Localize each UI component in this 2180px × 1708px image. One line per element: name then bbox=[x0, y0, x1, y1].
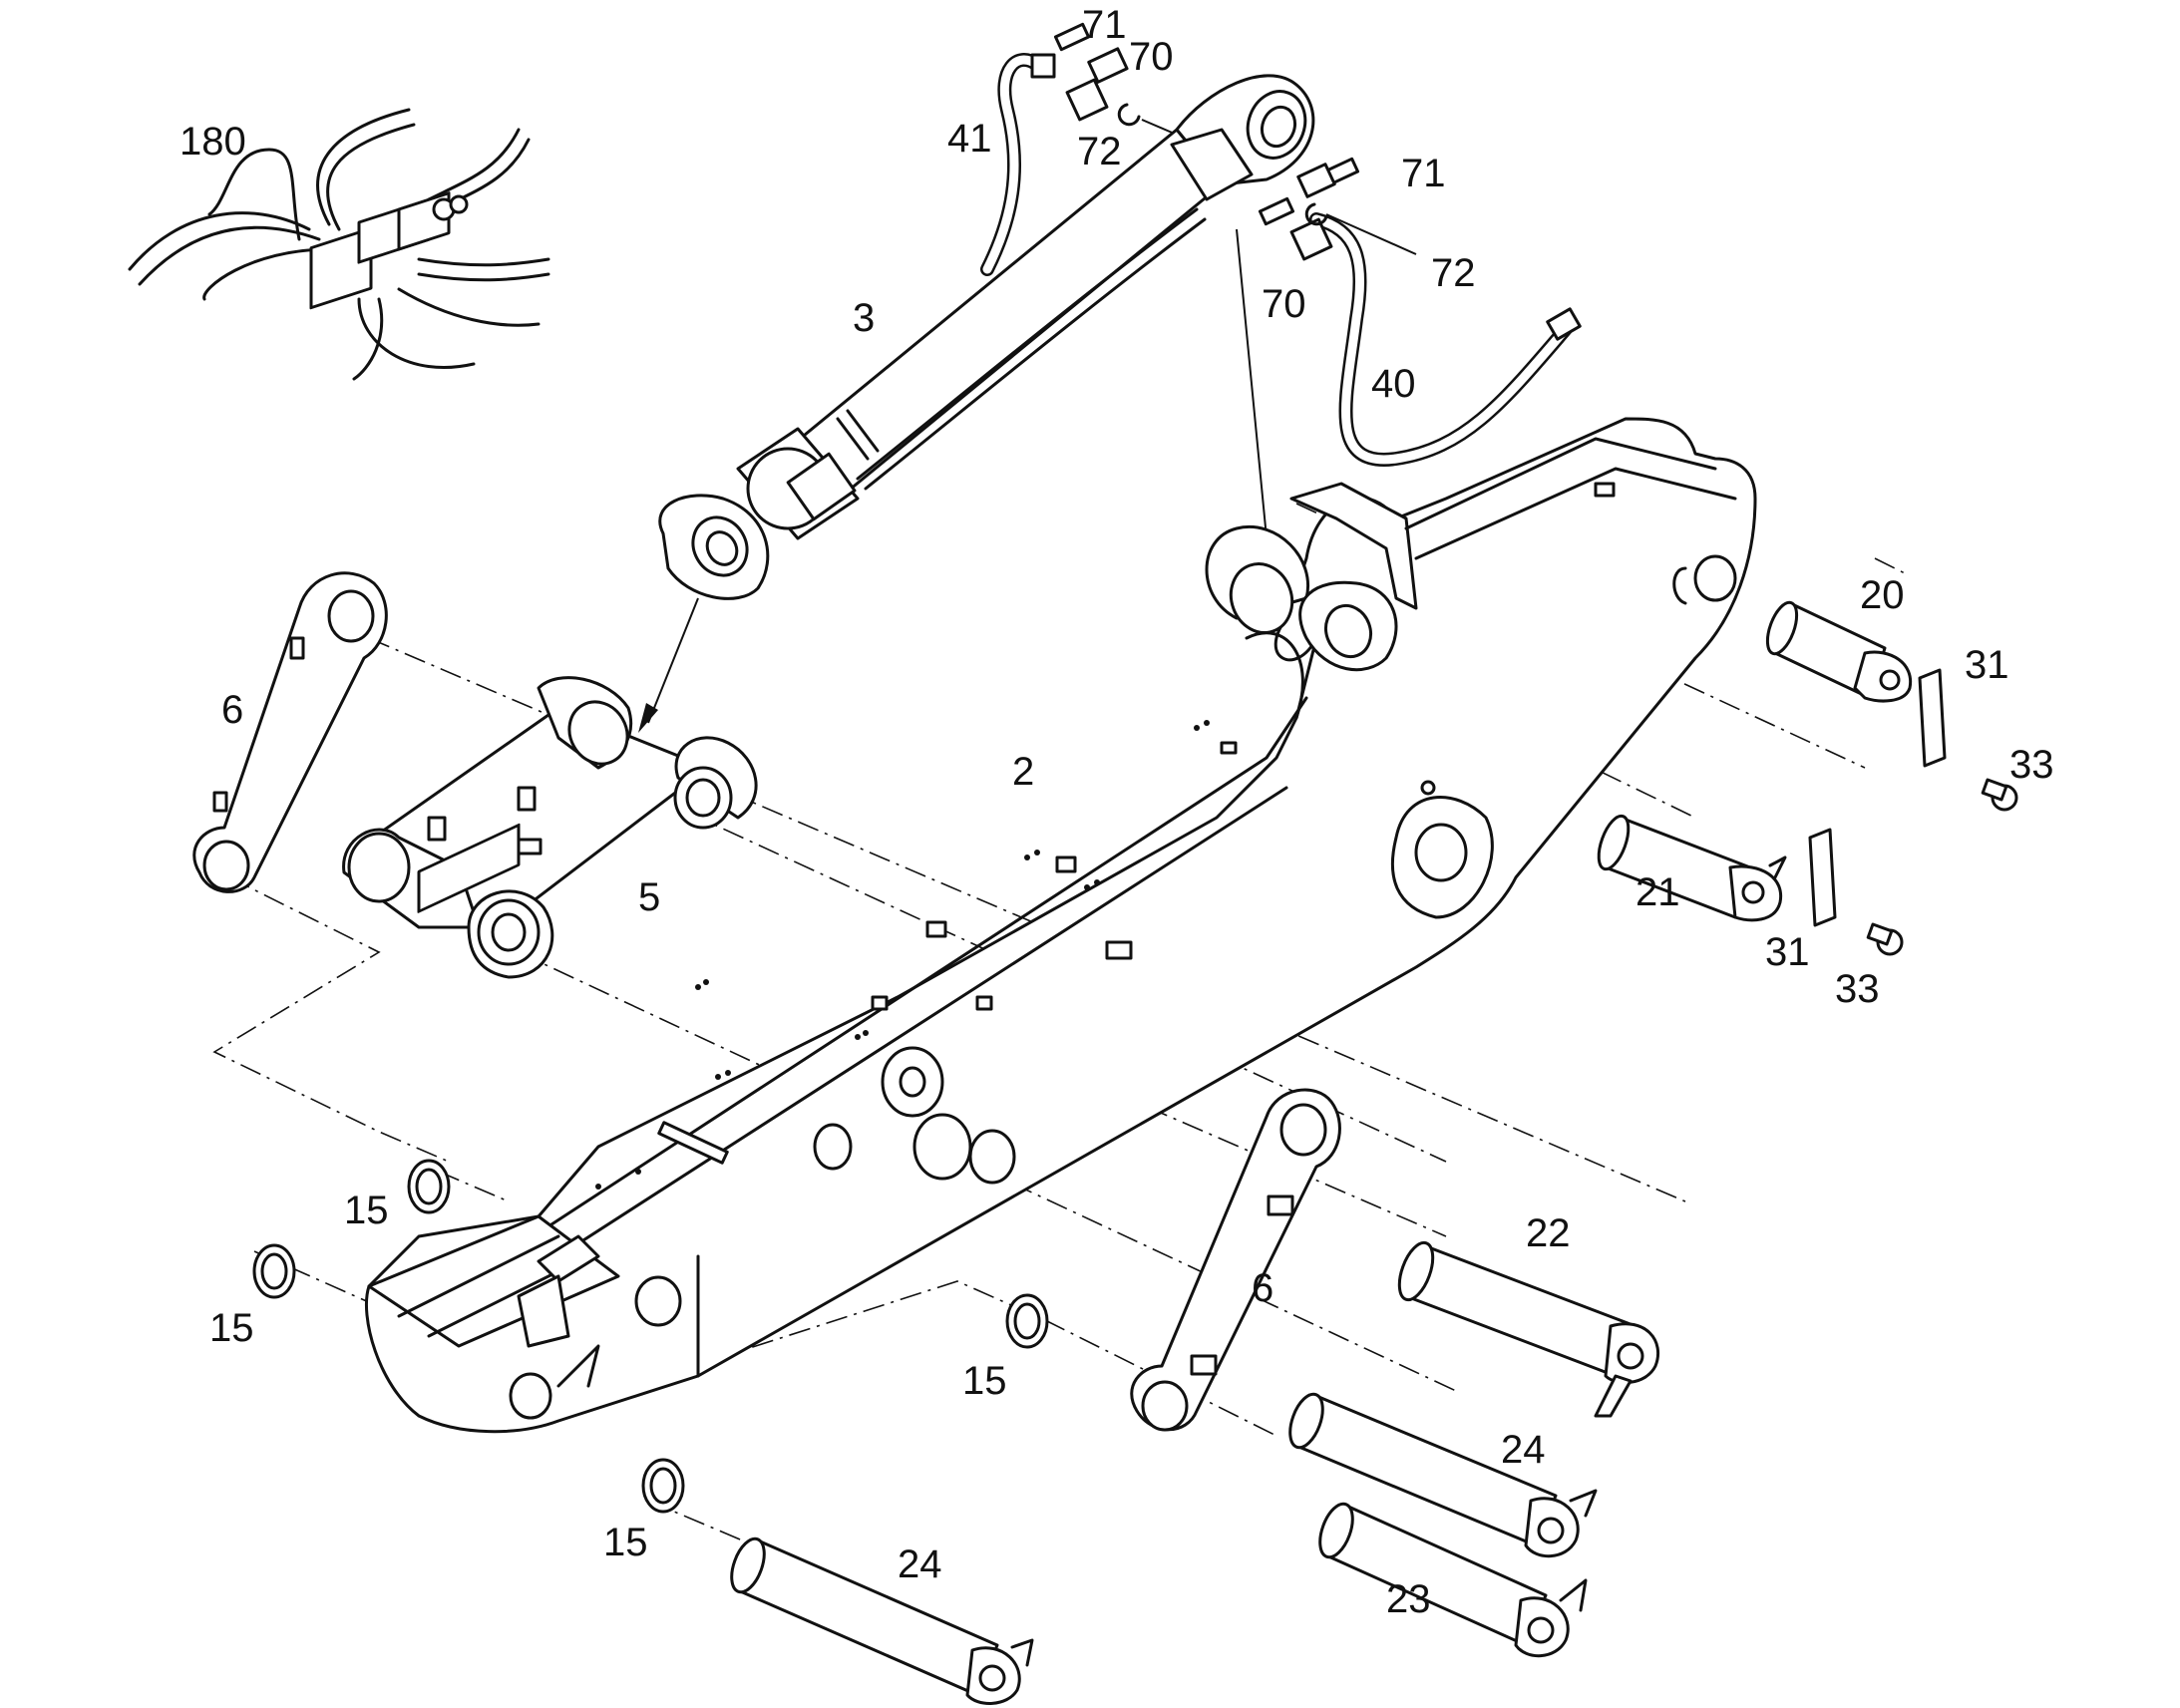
label-21: 21 bbox=[1635, 870, 1680, 914]
boom-2 bbox=[364, 417, 1757, 1434]
label-33-lower: 33 bbox=[1835, 967, 1880, 1011]
label-41: 41 bbox=[947, 117, 992, 161]
label-72-right: 72 bbox=[1431, 251, 1476, 295]
label-15-c: 15 bbox=[962, 1359, 1007, 1403]
label-15-a: 15 bbox=[344, 1189, 389, 1232]
label-33-upper: 33 bbox=[2009, 743, 2054, 787]
label-20: 20 bbox=[1860, 573, 1905, 617]
label-70-right: 70 bbox=[1262, 282, 1306, 326]
label-71-top: 71 bbox=[1082, 3, 1127, 47]
pin-22 bbox=[1397, 1240, 1660, 1418]
label-22: 22 bbox=[1526, 1211, 1571, 1255]
hose-41 bbox=[980, 53, 1056, 276]
pin-21 bbox=[1597, 814, 1787, 922]
label-2: 2 bbox=[1012, 750, 1034, 794]
callout-labels: 180 71 70 41 72 71 72 70 3 40 20 31 33 6… bbox=[180, 3, 2054, 1621]
label-3: 3 bbox=[853, 296, 875, 340]
label-70-top: 70 bbox=[1129, 35, 1174, 79]
pin-23 bbox=[1318, 1502, 1588, 1658]
pin-24-bottom bbox=[730, 1537, 1034, 1705]
pin-20 bbox=[1765, 600, 1913, 703]
label-40: 40 bbox=[1371, 362, 1416, 406]
label-31-upper: 31 bbox=[1965, 643, 2009, 687]
link-6-left bbox=[192, 571, 388, 893]
cylinder-3 bbox=[658, 74, 1315, 600]
plates-31-bolts-33 bbox=[1808, 668, 2018, 956]
label-15-d: 15 bbox=[603, 1521, 648, 1564]
label-24-right: 24 bbox=[1501, 1428, 1546, 1472]
label-6-right: 6 bbox=[1252, 1266, 1273, 1310]
pin-24-right bbox=[1288, 1392, 1598, 1558]
label-180: 180 bbox=[180, 120, 246, 164]
label-24-bottom: 24 bbox=[898, 1542, 942, 1586]
hose-40 bbox=[1309, 212, 1582, 467]
link-6-right bbox=[1130, 1088, 1341, 1432]
label-5: 5 bbox=[638, 875, 660, 919]
bracket-5 bbox=[342, 676, 758, 979]
label-31-lower: 31 bbox=[1765, 930, 1810, 974]
label-15-b: 15 bbox=[209, 1306, 254, 1350]
label-71-right: 71 bbox=[1401, 152, 1446, 195]
label-72-top: 72 bbox=[1077, 130, 1122, 173]
fittings-70-71-72-top bbox=[1053, 22, 1360, 261]
label-23: 23 bbox=[1386, 1577, 1431, 1621]
valve-block-180 bbox=[128, 108, 550, 381]
label-6-left: 6 bbox=[221, 688, 243, 732]
rings-15 bbox=[252, 1159, 1049, 1514]
